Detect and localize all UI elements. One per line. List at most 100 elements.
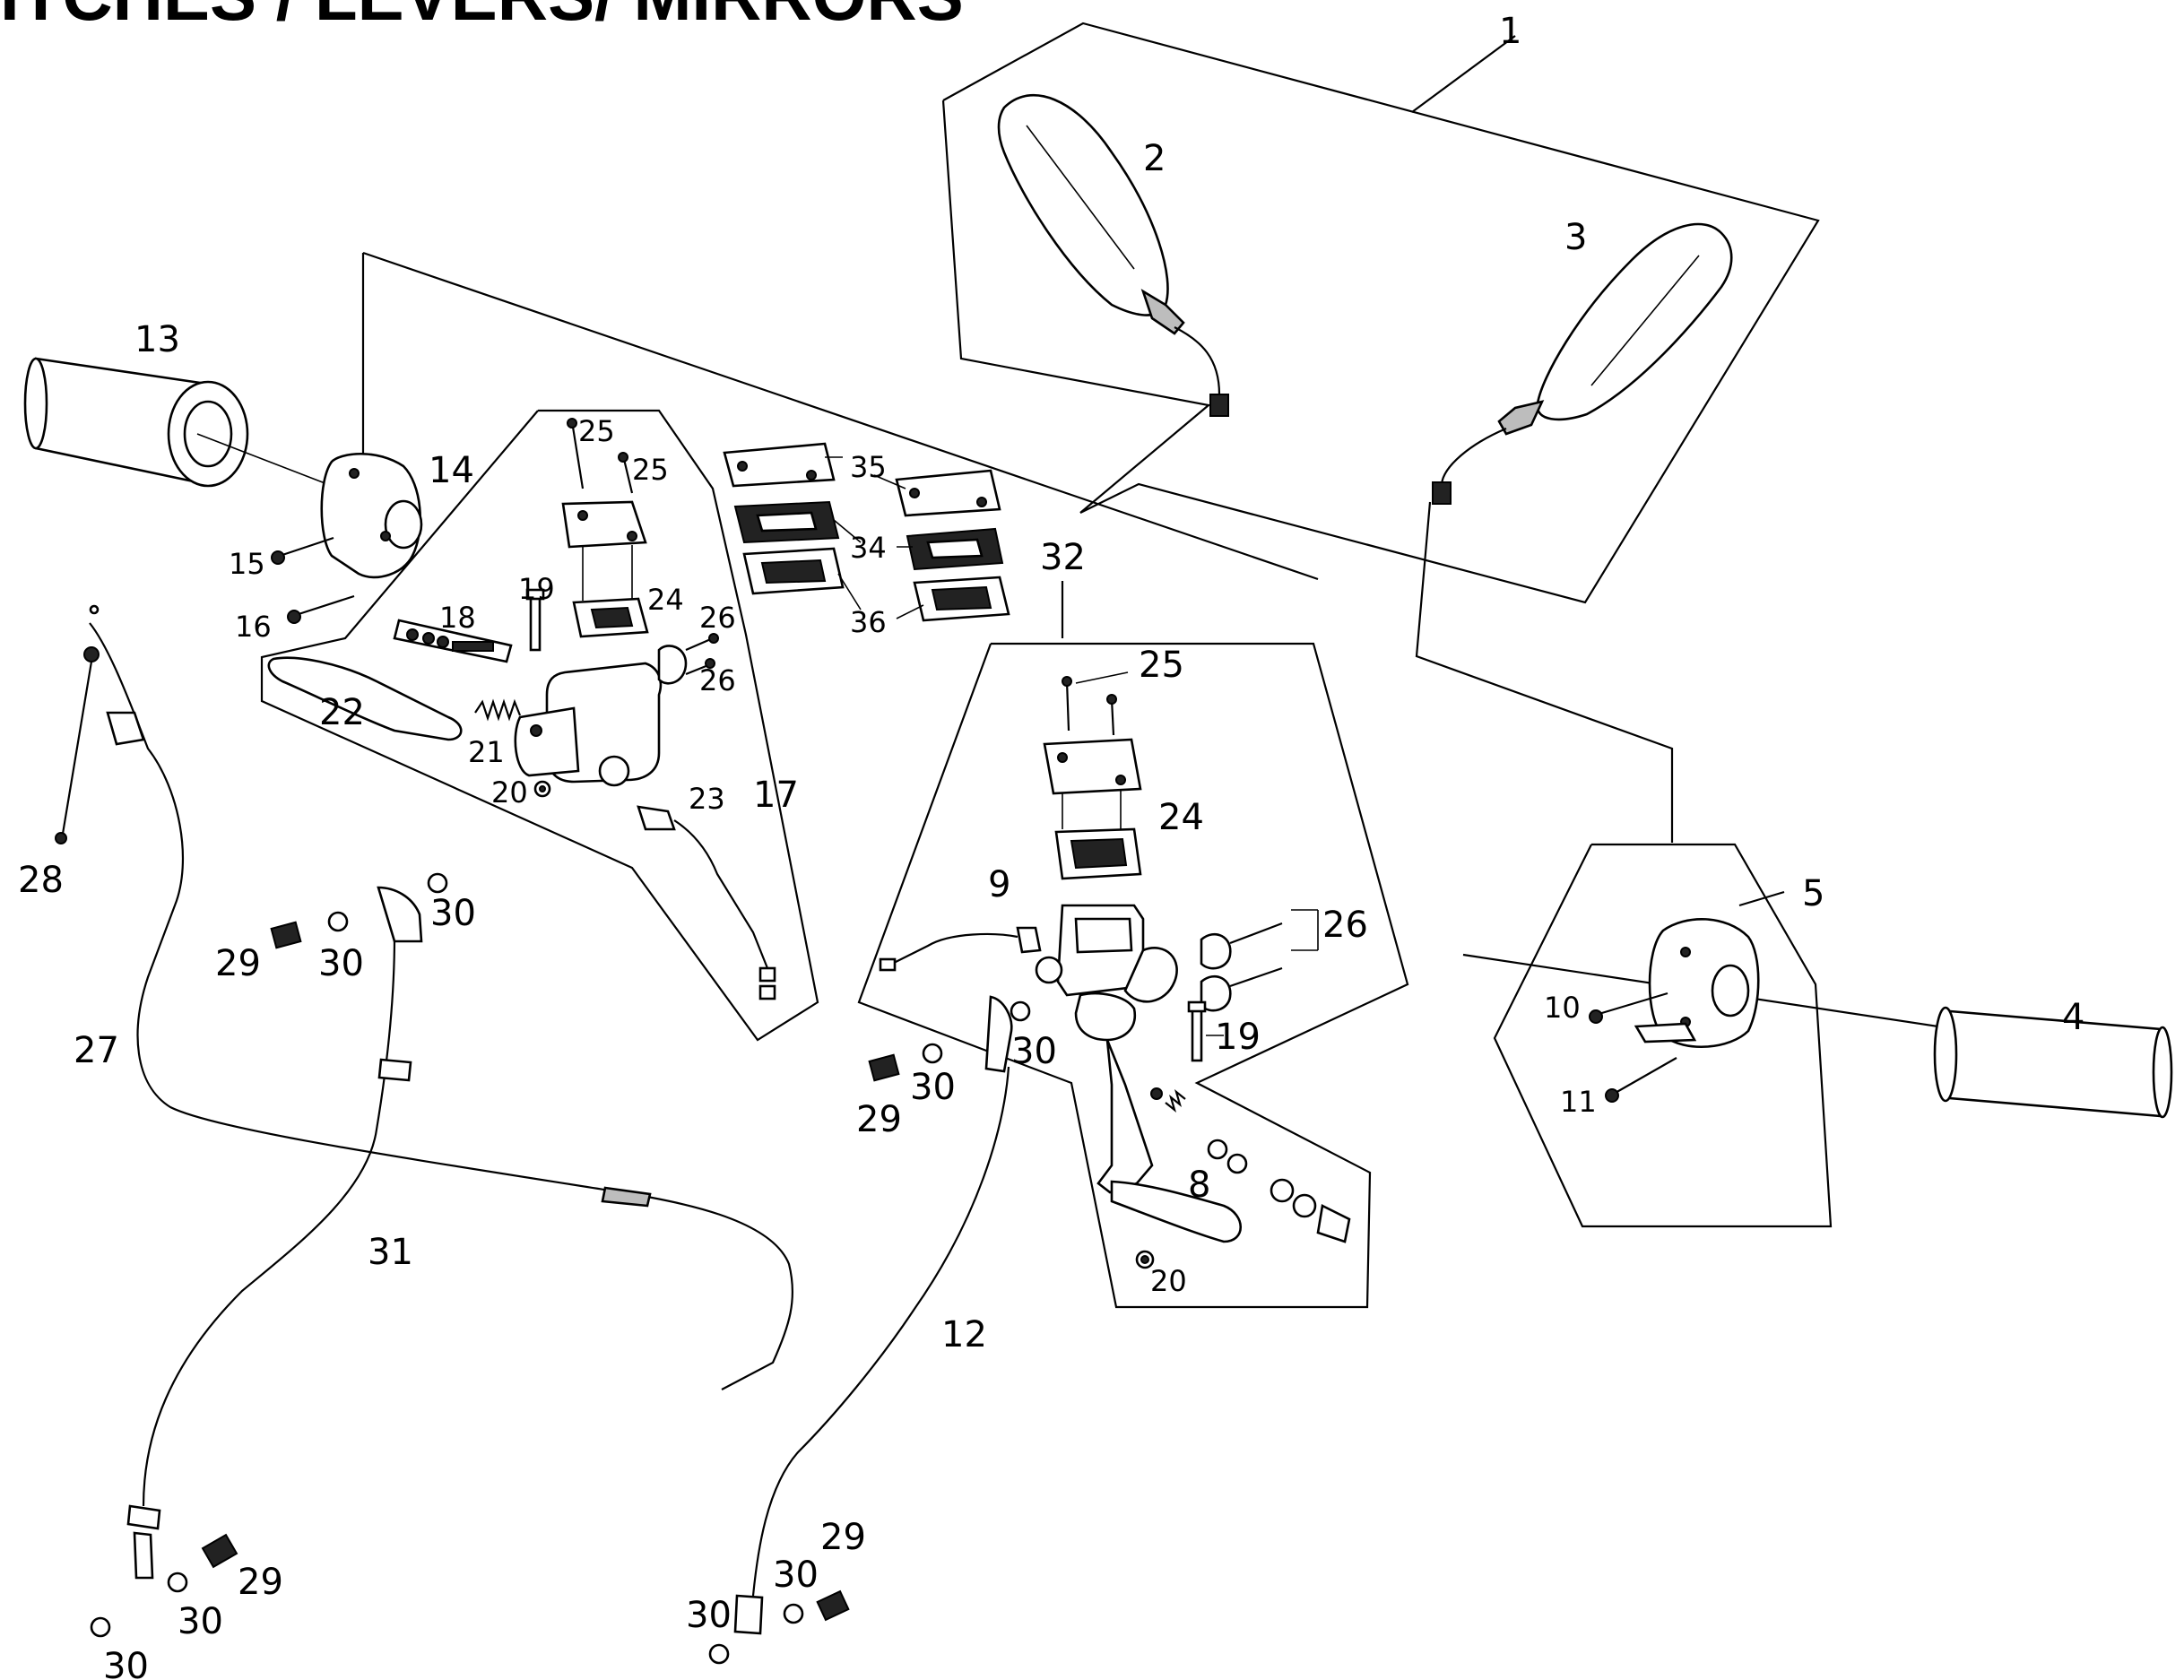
callout-29-d: 29 [820, 1517, 866, 1558]
choke-cable-27[interactable] [55, 604, 794, 1390]
right-diaphragm[interactable] [1054, 827, 1142, 880]
callout-labels: 1 2 3 4 5 8 9 10 11 12 13 14 15 16 17 18… [18, 11, 2084, 1680]
callout-31: 31 [368, 1232, 413, 1273]
callout-4: 4 [2062, 997, 2084, 1038]
kit-18 [393, 619, 513, 663]
callout-35: 35 [850, 450, 887, 484]
callout-29-b: 29 [856, 1099, 902, 1140]
right-master-cylinder[interactable] [1035, 904, 1178, 1042]
callout-24-right: 24 [1158, 797, 1204, 838]
callout-30-c: 30 [1011, 1031, 1057, 1072]
callout-26-left-b: 26 [699, 663, 736, 697]
callout-36: 36 [850, 605, 887, 639]
callout-27: 27 [74, 1030, 119, 1071]
callout-26-right: 26 [1322, 905, 1368, 946]
leader-mirror-to-switch [1415, 501, 1674, 843]
callout-2: 2 [1143, 138, 1166, 179]
brake-hose-31[interactable] [126, 886, 423, 1580]
screw-10 [1589, 992, 1668, 1024]
bolt-19-left [525, 588, 545, 652]
callout-25-left-a: 25 [578, 414, 615, 448]
leader-5 [1738, 890, 1785, 907]
clamp-26-right [1200, 909, 1319, 1012]
banjo-bolts-29 [201, 921, 900, 1622]
callout-30-f: 30 [103, 1646, 149, 1680]
callout-10: 10 [1544, 991, 1581, 1025]
left-reservoir-cap[interactable] [561, 500, 647, 601]
right-reservoir-cap[interactable] [1043, 738, 1142, 829]
right-switch-outline [1493, 843, 1833, 1228]
callout-24-left: 24 [647, 583, 684, 617]
callout-25-right: 25 [1139, 645, 1184, 686]
callout-22: 22 [319, 692, 365, 733]
page-title: ITCHES / LEVERS/ MIRRORS [0, 0, 964, 35]
left-brake-group-outline [260, 409, 819, 1042]
screw-25-right [1062, 671, 1129, 736]
callout-19-right: 19 [1215, 1017, 1261, 1058]
callout-28: 28 [18, 860, 64, 901]
callout-18: 18 [439, 601, 476, 635]
callout-34: 34 [850, 531, 887, 565]
cap-35-b[interactable] [895, 469, 1001, 517]
mirror-left[interactable] [997, 93, 1229, 417]
nut-20-right [1135, 1250, 1155, 1269]
right-switch-housing[interactable] [1634, 917, 1760, 1049]
callout-9: 9 [988, 864, 1010, 905]
callout-13: 13 [134, 319, 180, 360]
mirror-group-outline [941, 22, 1820, 604]
gasket-34-a [733, 500, 840, 544]
callout-32: 32 [1040, 537, 1086, 578]
callout-20-left: 20 [491, 775, 528, 810]
left-brake-lever[interactable] [267, 656, 463, 741]
callout-29-a: 29 [215, 943, 261, 984]
callout-12: 12 [941, 1314, 987, 1355]
screw-16 [287, 594, 355, 624]
leader-left-to-right [362, 251, 1319, 581]
callout-20-right: 20 [1150, 1264, 1187, 1298]
callout-17: 17 [753, 775, 799, 816]
callout-11: 11 [1560, 1085, 1597, 1119]
callout-3: 3 [1564, 217, 1587, 258]
gasket-34-b [906, 527, 1004, 571]
callout-5: 5 [1802, 873, 1824, 914]
brake-hose-12[interactable] [733, 995, 1013, 1635]
nut-20-left [533, 780, 551, 798]
clamp-26-left [657, 633, 719, 685]
plate-36-b [913, 576, 1010, 622]
callout-26-left-a: 26 [699, 601, 736, 635]
left-switch-housing[interactable] [320, 452, 423, 579]
right-grip[interactable] [1933, 1006, 2173, 1119]
callout-30-d: 30 [910, 1067, 956, 1108]
callout-15: 15 [229, 547, 265, 581]
washers-30 [90, 872, 1031, 1665]
screw-11 [1605, 1057, 1677, 1103]
callout-30-e: 30 [178, 1601, 223, 1642]
callout-19-left: 19 [518, 572, 555, 606]
spring-21 [474, 698, 522, 722]
left-grip[interactable] [23, 357, 328, 488]
screw-25-left-b [618, 452, 634, 494]
bolt-19-right [1187, 1000, 1224, 1062]
left-master-cylinder[interactable] [514, 662, 663, 787]
callout-8: 8 [1188, 1165, 1210, 1206]
cap-35-a[interactable] [723, 442, 836, 488]
right-brake-group-outline [857, 642, 1409, 1309]
callout-30-b: 30 [318, 943, 364, 984]
brake-switch-9[interactable] [879, 926, 1042, 972]
leaders-34-35-36 [825, 456, 924, 619]
callout-1: 1 [1499, 11, 1521, 52]
plate-36-a [742, 547, 845, 595]
mirror-right[interactable] [1432, 222, 1733, 505]
callout-29-c: 29 [238, 1562, 283, 1603]
left-diaphragm[interactable] [572, 597, 649, 638]
right-brake-lever[interactable] [1096, 1039, 1243, 1243]
callout-16: 16 [235, 610, 272, 644]
pivot-parts [1150, 1087, 1351, 1243]
callout-30-a: 30 [430, 893, 476, 934]
callout-23: 23 [689, 782, 725, 816]
brake-switch-23[interactable] [637, 805, 776, 1000]
screw-15 [271, 536, 334, 565]
callout-30-g: 30 [773, 1554, 819, 1596]
callout-21: 21 [468, 735, 505, 769]
